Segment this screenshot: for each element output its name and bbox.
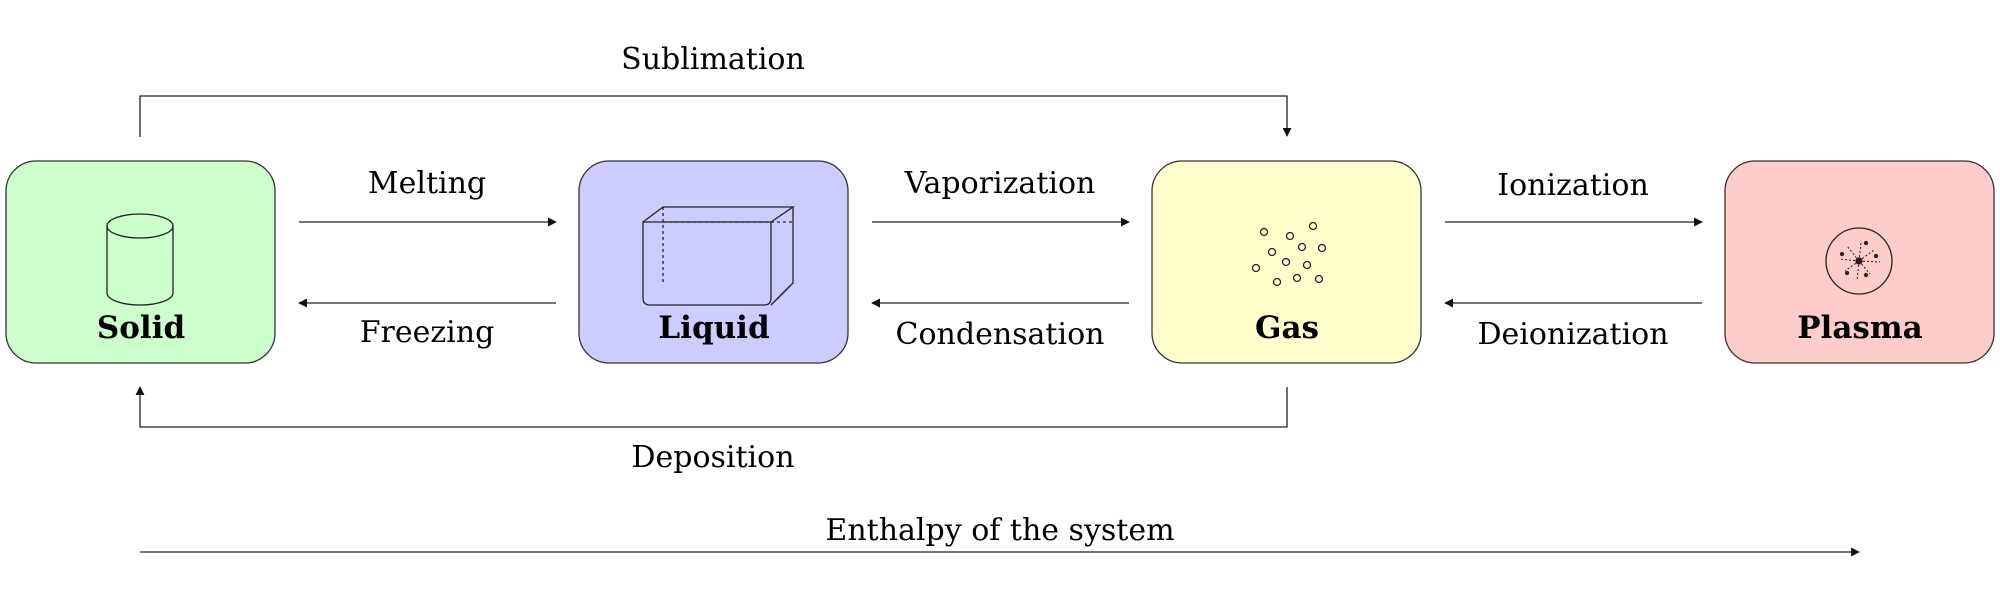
melting-label: Melting bbox=[368, 166, 486, 201]
state-liquid: Liquid bbox=[578, 160, 849, 364]
sublimation-label: Sublimation bbox=[621, 42, 805, 77]
solid-box bbox=[5, 160, 276, 364]
sublimation-arrow bbox=[139, 95, 1292, 137]
ionization-label: Ionization bbox=[1497, 168, 1649, 203]
vaporization-label: Vaporization bbox=[904, 166, 1096, 201]
condensation-label: Condensation bbox=[896, 317, 1105, 352]
liquid-box bbox=[578, 160, 849, 364]
gas-box bbox=[1151, 160, 1422, 364]
state-plasma: Plasma bbox=[1724, 160, 1995, 364]
solid-label: Solid bbox=[97, 310, 185, 346]
deposition-label: Deposition bbox=[631, 440, 794, 475]
state-solid: Solid bbox=[5, 160, 276, 364]
deionization-label: Deionization bbox=[1477, 317, 1668, 352]
state-gas: Gas bbox=[1151, 160, 1422, 364]
freezing-label: Freezing bbox=[360, 315, 495, 350]
liquid-label: Liquid bbox=[658, 310, 769, 346]
gas-label: Gas bbox=[1255, 310, 1319, 346]
ionized-particle-icon bbox=[1825, 227, 1893, 295]
box-icon bbox=[642, 206, 796, 306]
particles-icon bbox=[1251, 221, 1327, 287]
enthalpy-axis-label: Enthalpy of the system bbox=[825, 513, 1174, 548]
plasma-label: Plasma bbox=[1797, 310, 1923, 346]
deposition-arrow bbox=[135, 386, 1288, 428]
cylinder-icon bbox=[106, 213, 174, 306]
